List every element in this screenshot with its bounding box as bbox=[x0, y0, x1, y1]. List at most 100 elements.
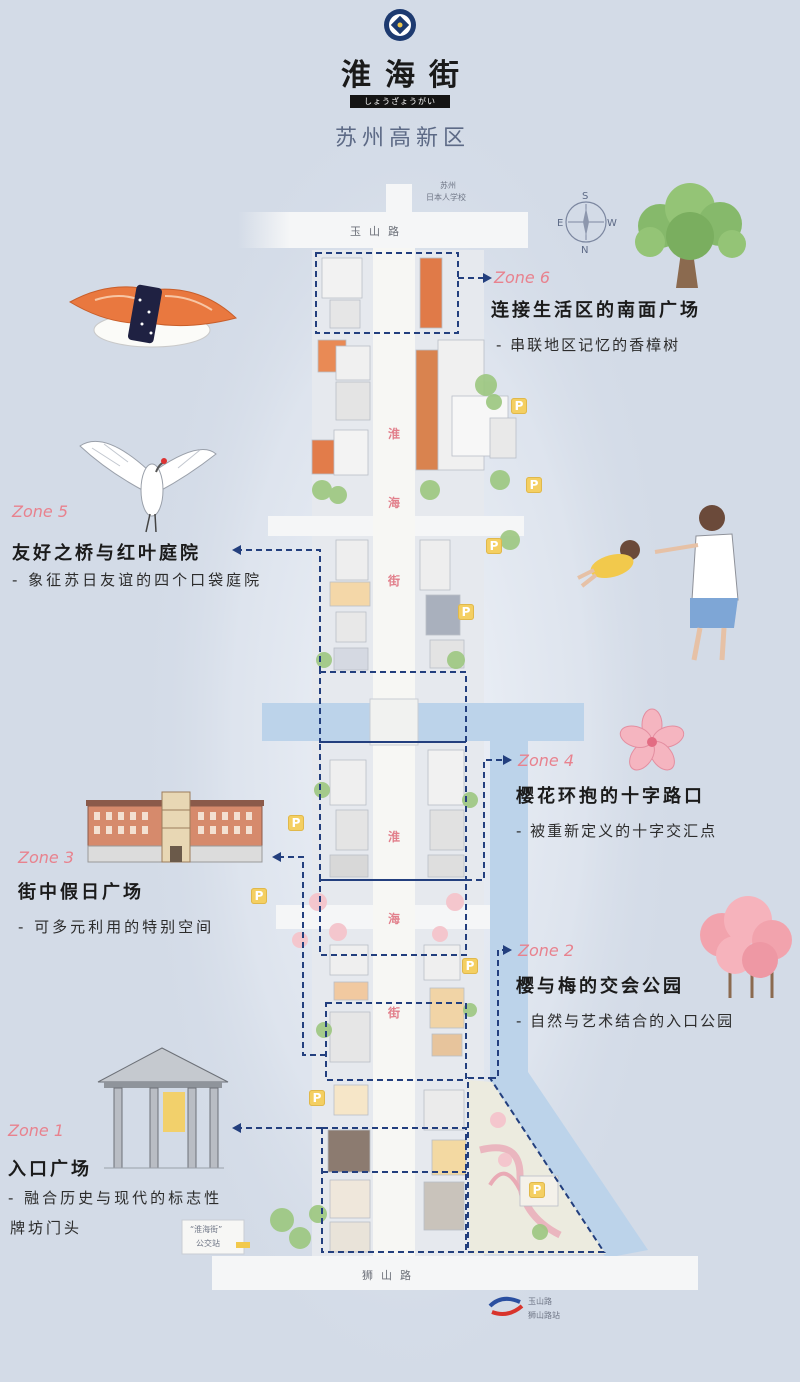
zone-4-desc: - 被重新定义的十字交汇点 bbox=[516, 822, 718, 840]
building bbox=[329, 854, 369, 878]
shrub bbox=[447, 651, 465, 669]
shrub bbox=[316, 1022, 332, 1038]
building bbox=[423, 1181, 465, 1231]
zone-2-connector bbox=[490, 949, 504, 1079]
building bbox=[415, 349, 439, 471]
shrub bbox=[316, 652, 332, 668]
arrow-right-icon bbox=[503, 755, 512, 765]
shrub bbox=[475, 374, 497, 396]
arrow-left-icon bbox=[232, 1123, 241, 1133]
zone-5-connector bbox=[240, 549, 321, 672]
zone-5-title: 友好之桥与红叶庭院 bbox=[12, 543, 201, 564]
zone-2-desc: - 自然与艺术结合的入口公园 bbox=[516, 1012, 735, 1030]
park-path bbox=[488, 1171, 522, 1191]
street-char: 淮 bbox=[388, 427, 401, 441]
arrow-left-icon bbox=[232, 545, 241, 555]
zone-3-outline bbox=[325, 1002, 467, 1081]
shrub bbox=[462, 792, 478, 808]
paifang-gate-illustration bbox=[97, 1047, 229, 1169]
compass-e: E bbox=[557, 218, 563, 229]
building bbox=[329, 944, 369, 976]
building bbox=[335, 381, 371, 421]
compass-w: W bbox=[607, 218, 617, 229]
blossom bbox=[490, 1112, 506, 1128]
zone-5-outline bbox=[319, 671, 467, 743]
building bbox=[329, 1179, 371, 1219]
metro-label-line1: 玉山路 bbox=[528, 1297, 552, 1306]
title-kana-bar: しょうざょうがい bbox=[350, 95, 450, 108]
zone-4-outline bbox=[319, 741, 467, 881]
parking-icon: P bbox=[486, 538, 502, 554]
parking-icon: P bbox=[458, 604, 474, 620]
building bbox=[333, 1084, 369, 1116]
building bbox=[329, 1221, 371, 1253]
zone-1-title: 入口广场 bbox=[8, 1159, 92, 1180]
zone-3-title: 街中假日广场 bbox=[18, 882, 144, 903]
zone-1-desc-line1: - 融合历史与现代的标志性 bbox=[8, 1189, 223, 1207]
building bbox=[327, 1129, 371, 1173]
parking-icon: P bbox=[526, 477, 542, 493]
crane-icon bbox=[79, 440, 217, 533]
building bbox=[329, 1011, 371, 1063]
blossom bbox=[432, 926, 448, 942]
bus-stop-sign bbox=[181, 1219, 245, 1255]
building bbox=[431, 1033, 463, 1057]
parking-icon: P bbox=[462, 958, 478, 974]
building bbox=[333, 981, 369, 1001]
top-road-label: 玉山路 bbox=[350, 225, 407, 238]
plum-cherry-trees-icon bbox=[700, 896, 792, 998]
zone-4-title: 樱花环抱的十字路口 bbox=[516, 786, 705, 807]
landmark-label-line1: 苏州 bbox=[440, 181, 456, 190]
parking-icon: P bbox=[251, 888, 267, 904]
building bbox=[429, 809, 465, 851]
building bbox=[329, 759, 367, 806]
blossom bbox=[309, 893, 327, 911]
canal bbox=[262, 703, 648, 1258]
arrow-right-icon bbox=[483, 273, 492, 283]
zone-2-title: 樱与梅的交会公园 bbox=[516, 976, 684, 997]
buildings-left bbox=[311, 257, 371, 1253]
shrub bbox=[329, 486, 347, 504]
parking-icon: P bbox=[529, 1182, 545, 1198]
zone-6-outline bbox=[315, 252, 459, 334]
building bbox=[423, 1089, 465, 1131]
cherry-blossom-icon bbox=[619, 708, 685, 771]
arrow-left-icon bbox=[272, 852, 281, 862]
building bbox=[335, 611, 367, 643]
zone-6-title: 连接生活区的南面广场 bbox=[491, 300, 701, 321]
building bbox=[425, 594, 461, 636]
zone-1-label: Zone 1 bbox=[8, 1121, 64, 1140]
shrub bbox=[420, 480, 440, 500]
zone-5-desc: - 象征苏日友谊的四个口袋庭院 bbox=[12, 571, 263, 589]
building bbox=[329, 581, 371, 607]
zone-1-outline bbox=[321, 1127, 467, 1253]
building bbox=[333, 647, 369, 671]
building bbox=[419, 539, 451, 591]
cherry-blossoms bbox=[292, 893, 512, 1167]
zone-3-connector bbox=[280, 856, 326, 1056]
parking-icon: P bbox=[511, 398, 527, 414]
shrub bbox=[270, 1208, 294, 1232]
parking-icon: P bbox=[309, 1090, 325, 1106]
building bbox=[333, 429, 369, 476]
building bbox=[335, 345, 371, 381]
shrub bbox=[314, 782, 330, 798]
bus-stop-line2: 公交站 bbox=[196, 1239, 220, 1248]
zone-3-desc: - 可多元利用的特别空间 bbox=[18, 918, 215, 936]
compass-s: S bbox=[582, 191, 588, 202]
compass-n: N bbox=[581, 245, 588, 256]
north-road bbox=[386, 184, 412, 214]
building bbox=[489, 417, 517, 459]
building bbox=[335, 539, 369, 581]
blossom bbox=[329, 923, 347, 941]
camphor-tree-icon bbox=[635, 183, 746, 288]
friendship-bridge bbox=[369, 698, 419, 746]
blossom bbox=[498, 1153, 512, 1167]
building bbox=[335, 809, 369, 851]
street-char: 街 bbox=[388, 574, 401, 588]
zone-6-desc: - 串联地区记忆的香樟树 bbox=[496, 336, 681, 354]
building bbox=[419, 257, 443, 329]
bus-stop-line1: “淮海街” bbox=[190, 1225, 223, 1234]
